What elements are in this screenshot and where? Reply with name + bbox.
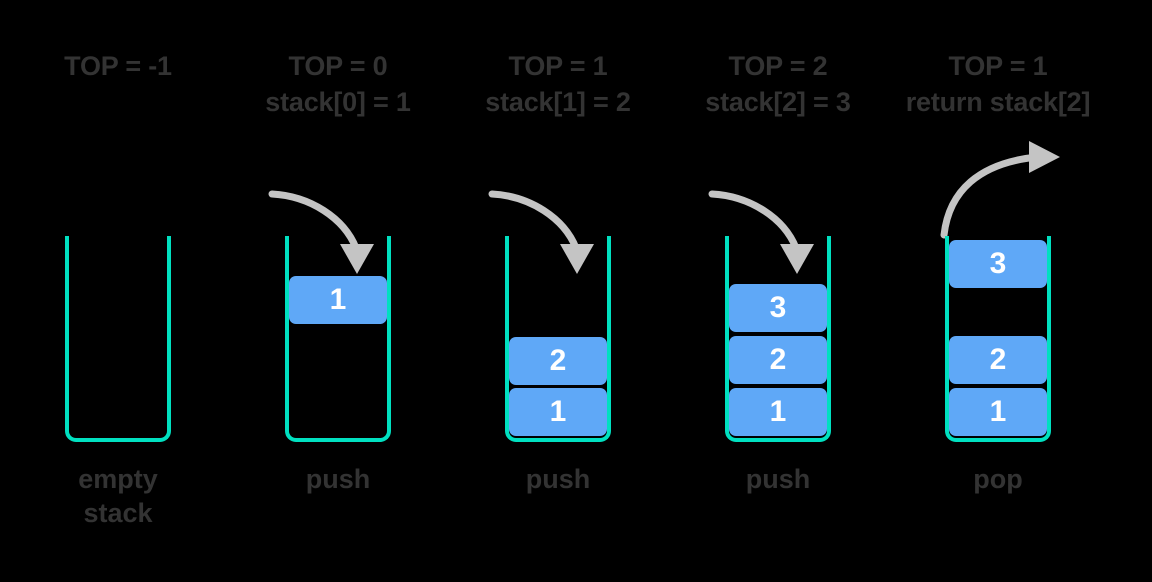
stack-caption: TOP = 1 return stack[2]	[888, 48, 1108, 120]
pop-arrow-icon	[940, 141, 1060, 239]
caption-line-1: TOP = 1	[508, 51, 608, 81]
operation-label: push	[448, 462, 668, 496]
caption-line-2: stack[2] = 3	[705, 87, 851, 117]
caption-line-2: stack[1] = 2	[485, 87, 631, 117]
stack-block: 3	[729, 284, 827, 332]
operation-line-2: stack	[83, 498, 153, 528]
stack-block: 2	[729, 336, 827, 384]
stack-caption: TOP = 0 stack[0] = 1	[228, 48, 448, 120]
operation-label: empty stack	[8, 462, 228, 530]
operation-line-1: pop	[973, 464, 1023, 494]
caption-line-2: return stack[2]	[905, 87, 1091, 117]
operation-line-1: empty	[78, 464, 158, 494]
caption-line-1: TOP = 0	[288, 51, 388, 81]
stack-container	[945, 236, 1051, 442]
stack-container	[285, 236, 391, 442]
caption-line-1: TOP = 2	[728, 51, 828, 81]
stack-block: 2	[509, 337, 607, 385]
caption-line-1: TOP = -1	[64, 51, 172, 81]
operation-label: push	[228, 462, 448, 496]
stack-caption: TOP = -1	[8, 48, 228, 84]
stack-block: 1	[949, 388, 1047, 436]
stack-block: 3	[949, 240, 1047, 288]
operation-line-1: push	[525, 464, 591, 494]
stack-container	[505, 236, 611, 442]
stack-container	[725, 236, 831, 442]
stack-caption: TOP = 1 stack[1] = 2	[448, 48, 668, 120]
caption-line-2: stack[0] = 1	[265, 87, 411, 117]
operation-label: pop	[888, 462, 1108, 496]
stack-caption: TOP = 2 stack[2] = 3	[668, 48, 888, 120]
caption-line-1: TOP = 1	[948, 51, 1048, 81]
stack-block: 1	[289, 276, 387, 324]
stack-container	[65, 236, 171, 442]
operation-line-1: push	[745, 464, 811, 494]
stack-block: 2	[949, 336, 1047, 384]
stack-block: 1	[729, 388, 827, 436]
operation-line-1: push	[305, 464, 371, 494]
stack-column-1: TOP = -1 empty stack	[8, 0, 228, 582]
stack-column-2: TOP = 0 stack[0] = 1 1 push	[228, 0, 448, 582]
stack-block: 1	[509, 388, 607, 436]
operation-label: push	[668, 462, 888, 496]
